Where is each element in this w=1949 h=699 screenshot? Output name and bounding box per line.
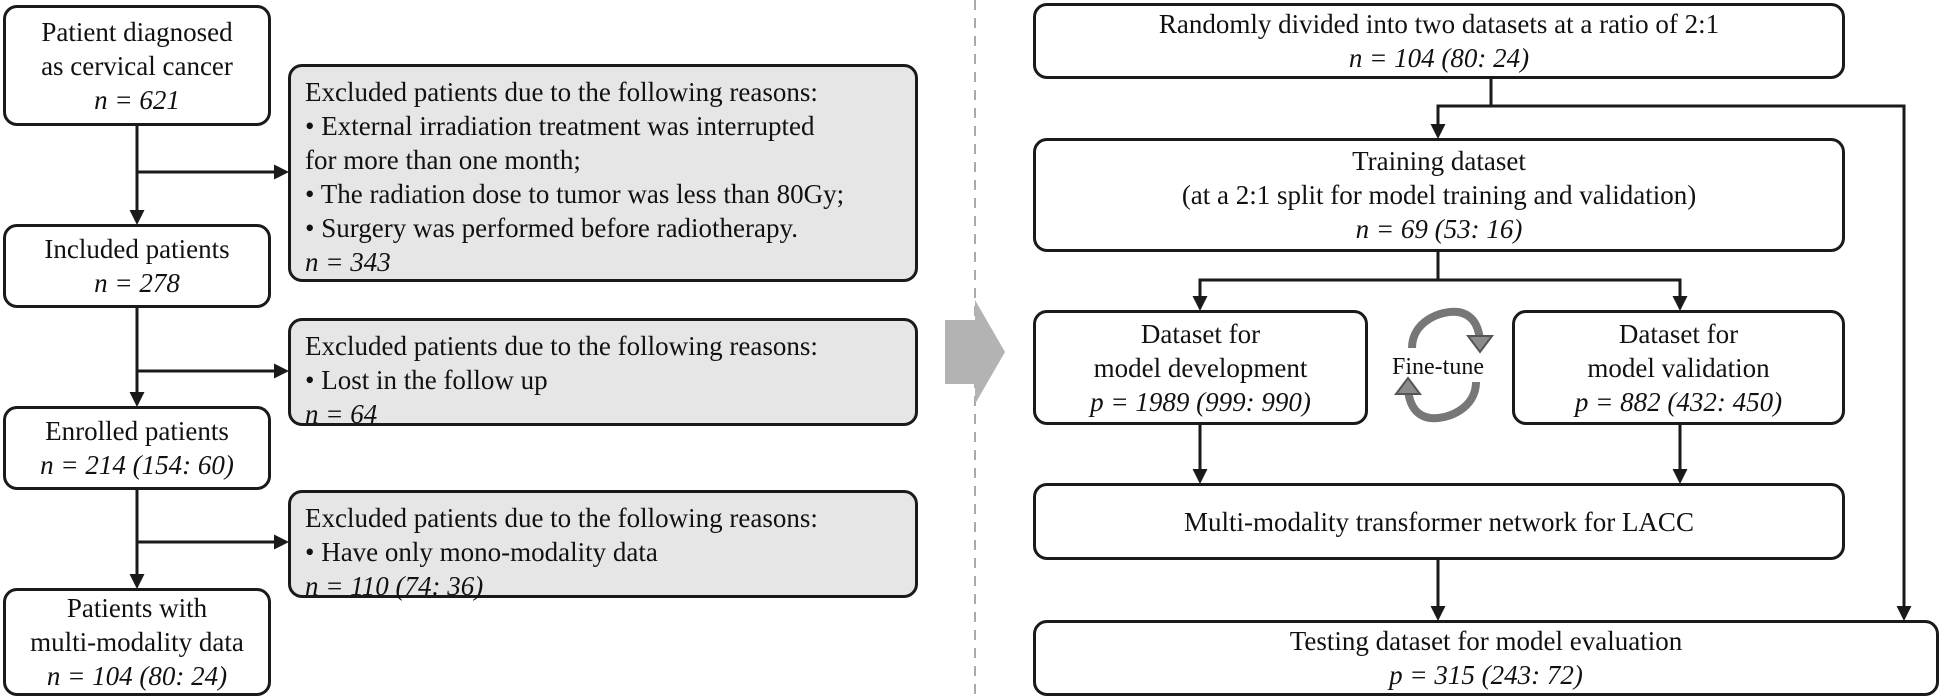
box-random-split: Randomly divided into two datasets at a …: [1033, 3, 1845, 79]
box-line: Excluded patients due to the following r…: [305, 331, 818, 361]
box-line: • Have only mono-modality data: [305, 537, 658, 567]
box-count: p = 315 (243: 72): [1389, 660, 1583, 690]
box-testing: Testing dataset for model evaluation p =…: [1033, 620, 1939, 696]
box-line: Patient diagnosed: [41, 16, 233, 47]
box-line: • Surgery was performed before radiother…: [305, 213, 799, 243]
box-line: • Lost in the follow up: [305, 365, 548, 395]
box-enrolled: Enrolled patients n = 214 (154: 60): [3, 406, 271, 490]
box-training: Training dataset (at a 2:1 split for mod…: [1033, 138, 1845, 252]
box-line: Training dataset: [1352, 146, 1526, 176]
box-line: for more than one month;: [305, 145, 581, 175]
arrow-random-training: [1430, 79, 1493, 139]
box-line: Enrolled patients: [45, 416, 229, 446]
box-line: Excluded patients due to the following r…: [305, 77, 818, 107]
arrow-random-testing: [1491, 104, 1912, 621]
box-line: Patients with: [66, 593, 208, 623]
box-line: (at a 2:1 split for model training and v…: [1181, 180, 1697, 210]
box-line: Dataset for: [1618, 318, 1739, 349]
box-line: model development: [1093, 352, 1308, 383]
box-line: Excluded patients due to the following r…: [305, 503, 818, 533]
box-line: • External irradiation treatment was int…: [305, 111, 815, 141]
box-line: Randomly divided into two datasets at a …: [1158, 9, 1720, 39]
box-count: n = 69 (53: 16): [1355, 214, 1523, 244]
box-count: n = 214 (154: 60): [40, 450, 234, 480]
box-excluded-1: Excluded patients due to the following r…: [288, 64, 918, 282]
box-count: n = 621: [94, 84, 180, 115]
box-line: Dataset for: [1140, 318, 1261, 349]
box-excluded-3: Excluded patients due to the following r…: [288, 490, 918, 601]
box-count: n = 110 (74: 36): [305, 571, 484, 601]
box-validation: Dataset for model validation p = 882 (43…: [1512, 310, 1845, 425]
box-count: n = 104 (80: 24): [46, 661, 228, 691]
box-count: p = 1989 (999: 990): [1090, 386, 1311, 417]
box-count: n = 278: [94, 268, 180, 298]
box-line: Included patients: [44, 234, 230, 264]
box-line: model validation: [1587, 352, 1770, 383]
box-included: Included patients n = 278: [3, 224, 271, 308]
arrow-training-development: [1192, 252, 1440, 311]
box-line: as cervical cancer: [41, 50, 233, 81]
box-line: Testing dataset for model evaluation: [1289, 626, 1683, 656]
cycle-icon: [1394, 307, 1494, 423]
finetune-label: Fine-tune: [1392, 354, 1484, 380]
arrow-training-validation: [1438, 278, 1688, 311]
box-count: n = 64: [305, 399, 378, 429]
box-count: n = 104 (80: 24): [1348, 43, 1530, 73]
box-network: Multi-modality transformer network for L…: [1033, 483, 1845, 560]
box-excluded-2: Excluded patients due to the following r…: [288, 318, 918, 429]
big-arrow: [945, 300, 1005, 404]
box-line: multi-modality data: [30, 627, 244, 657]
box-multimodal: Patients with multi-modality data n = 10…: [3, 588, 271, 696]
box-diagnosed: Patient diagnosed as cervical cancer n =…: [3, 5, 271, 126]
box-count: n = 343: [305, 247, 391, 277]
box-development: Dataset for model development p = 1989 (…: [1033, 310, 1368, 425]
box-count: p = 882 (432: 450): [1574, 386, 1783, 417]
box-line: • The radiation dose to tumor was less t…: [305, 179, 845, 209]
box-line: Multi-modality transformer network for L…: [1184, 506, 1694, 537]
